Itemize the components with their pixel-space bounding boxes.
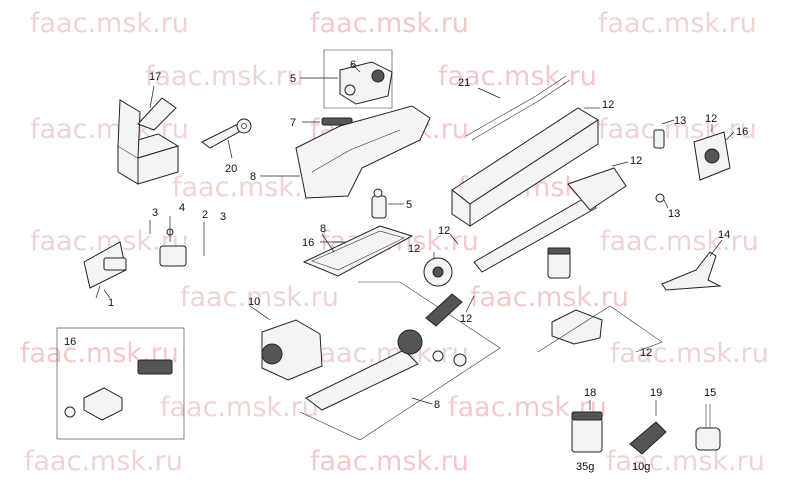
callout-10: 10 bbox=[248, 296, 260, 308]
part-grease-jar-small bbox=[547, 247, 571, 279]
callout-12g: 12 bbox=[640, 347, 652, 359]
part-12-outer-tube bbox=[451, 107, 600, 227]
watermark: faac.msk.ru bbox=[438, 61, 597, 92]
watermark: faac.msk.ru bbox=[310, 446, 469, 477]
watermark: faac.msk.ru bbox=[470, 282, 629, 313]
callout-8c: 8 bbox=[434, 399, 440, 411]
part-10-electric-motor bbox=[249, 305, 323, 381]
part-12-gear-housing bbox=[537, 305, 663, 353]
part-21-wiring bbox=[465, 75, 571, 141]
watermark: faac.msk.ru bbox=[145, 61, 304, 92]
part-16-gasket bbox=[302, 225, 414, 277]
grease-tube-weight: 10g bbox=[632, 461, 650, 473]
callout-16: 16 bbox=[302, 237, 314, 249]
part-5-6-motor-bracket bbox=[300, 49, 393, 109]
part-13-bushing bbox=[653, 119, 675, 209]
callout-17: 17 bbox=[149, 71, 161, 83]
grease-jar-weight: 35g bbox=[576, 461, 594, 473]
part-14-front-attachment bbox=[661, 239, 723, 291]
callout-1: 1 bbox=[108, 297, 114, 309]
watermark: faac.msk.ru bbox=[160, 392, 319, 423]
watermark: faac.msk.ru bbox=[606, 446, 765, 477]
watermark: faac.msk.ru bbox=[30, 8, 189, 39]
callout-8: 8 bbox=[250, 171, 256, 183]
callout-3: 3 bbox=[152, 207, 158, 219]
watermark-layer: faac.msk.ru faac.msk.ru faac.msk.ru faac… bbox=[20, 8, 769, 477]
callout-5b: 5 bbox=[406, 199, 412, 211]
part-19-grease-tube bbox=[629, 400, 667, 455]
callout-12c: 12 bbox=[460, 313, 472, 325]
watermark: faac.msk.ru bbox=[24, 446, 183, 477]
callout-3b: 3 bbox=[220, 211, 226, 223]
callout-13b: 13 bbox=[668, 208, 680, 220]
part-16-control-box bbox=[56, 327, 185, 440]
part-8-gearbox-base bbox=[299, 281, 501, 441]
callout-12b: 12 bbox=[408, 243, 420, 255]
watermark: faac.msk.ru bbox=[598, 114, 757, 145]
callout-16c: 16 bbox=[736, 126, 748, 138]
part-8-top-cover bbox=[260, 105, 431, 199]
callout-20: 20 bbox=[225, 163, 237, 175]
callout-8b: 8 bbox=[320, 223, 326, 235]
callout-21: 21 bbox=[458, 77, 470, 89]
callout-12e: 12 bbox=[630, 155, 642, 167]
watermark: faac.msk.ru bbox=[310, 8, 469, 39]
part-12-piston-rod bbox=[473, 161, 629, 273]
callout-15: 15 bbox=[704, 387, 716, 399]
part-7-chain bbox=[302, 117, 353, 126]
part-12-gear bbox=[423, 233, 459, 287]
callout-16b: 16 bbox=[64, 336, 76, 348]
part-17-cardboard-box bbox=[116, 85, 180, 185]
watermark: faac.msk.ru bbox=[600, 226, 759, 257]
part-grease-tube bbox=[425, 293, 475, 327]
callout-19: 19 bbox=[650, 387, 662, 399]
part-5-pin bbox=[371, 188, 404, 219]
part-18-grease-jar bbox=[571, 400, 603, 453]
callout-12f: 12 bbox=[705, 113, 717, 125]
part-1-4-rear-bracket bbox=[83, 216, 205, 299]
callout-7: 7 bbox=[290, 117, 296, 129]
part-12-front-bracket bbox=[693, 124, 735, 181]
callout-13: 13 bbox=[674, 115, 686, 127]
part-15-capacitor bbox=[695, 404, 721, 451]
part-20-release-key bbox=[201, 118, 252, 159]
watermark: faac.msk.ru bbox=[180, 282, 339, 313]
callout-4: 4 bbox=[179, 202, 185, 214]
watermark: faac.msk.ru bbox=[598, 8, 757, 39]
callout-2: 2 bbox=[202, 209, 208, 221]
callout-5: 5 bbox=[290, 73, 296, 85]
callout-12d: 12 bbox=[602, 99, 614, 111]
callout-18: 18 bbox=[584, 387, 596, 399]
callout-14: 14 bbox=[718, 229, 730, 241]
watermark: faac.msk.ru bbox=[610, 338, 769, 369]
callout-12: 12 bbox=[438, 225, 450, 237]
callout-6: 6 bbox=[350, 59, 356, 71]
